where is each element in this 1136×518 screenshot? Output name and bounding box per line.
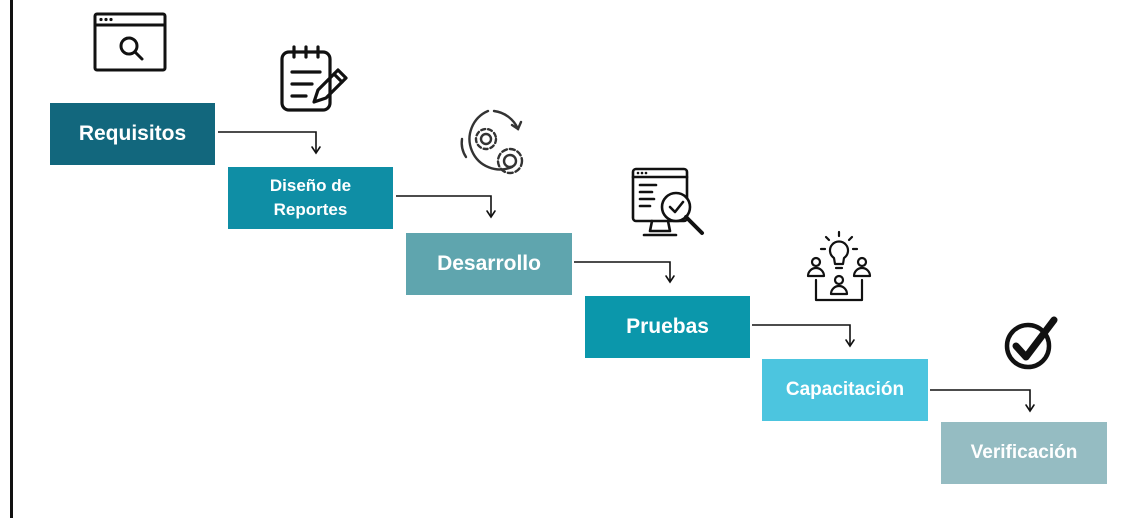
notepad-pencil-icon <box>280 45 348 112</box>
connector-1 <box>218 131 317 152</box>
step-label: Pruebas <box>626 315 709 338</box>
step-label: Diseño de Reportes <box>269 176 352 219</box>
step-diseno-de-reportes: Diseño de Reportes <box>228 167 393 229</box>
checkmark-circle-icon <box>1004 316 1058 370</box>
team-idea-icon <box>806 230 872 302</box>
monitor-magnifier-check-icon <box>631 167 704 237</box>
step-label: Capacitación <box>785 379 905 400</box>
step-requisitos: Requisitos <box>50 103 215 165</box>
step-capacitacion: Capacitación <box>762 359 928 421</box>
connector-2 <box>396 195 492 216</box>
connector-3 <box>574 261 671 281</box>
connector-5 <box>930 389 1031 410</box>
connector-4 <box>752 324 851 345</box>
step-label: Desarrollo <box>437 252 541 275</box>
browser-search-icon <box>93 12 167 72</box>
step-verificacion: Verificación <box>941 422 1107 484</box>
step-pruebas: Pruebas <box>585 296 750 358</box>
step-desarrollo: Desarrollo <box>406 233 572 295</box>
step-label: Requisitos <box>78 122 187 145</box>
gears-cycle-icon <box>460 109 524 175</box>
left-vertical-rule <box>10 0 13 518</box>
step-label: Verificación <box>970 442 1078 463</box>
